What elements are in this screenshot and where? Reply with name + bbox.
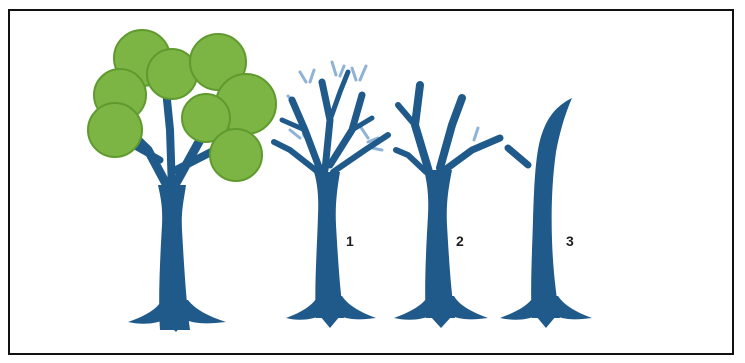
stage-3-roots bbox=[500, 296, 592, 328]
tree-stage-1 bbox=[274, 62, 388, 328]
stage-label-2: 2 bbox=[456, 233, 464, 249]
tree-healthy bbox=[88, 30, 276, 332]
stage-3-stub bbox=[508, 148, 528, 165]
stage-label-1: 1 bbox=[346, 233, 354, 249]
stage-2-branches bbox=[396, 85, 500, 175]
stage-2-roots bbox=[394, 296, 488, 328]
stage-2-twig bbox=[474, 128, 478, 140]
stage-1-branches bbox=[274, 72, 388, 175]
stage-label-3: 3 bbox=[566, 233, 574, 249]
tree-stage-3 bbox=[500, 98, 592, 328]
healthy-foliage bbox=[88, 30, 276, 181]
stage-2-trunk bbox=[424, 170, 455, 318]
healthy-roots bbox=[128, 300, 226, 332]
tree-stage-2 bbox=[394, 85, 500, 328]
stage-1-roots bbox=[286, 296, 376, 328]
stage-3-trunk bbox=[531, 98, 572, 318]
